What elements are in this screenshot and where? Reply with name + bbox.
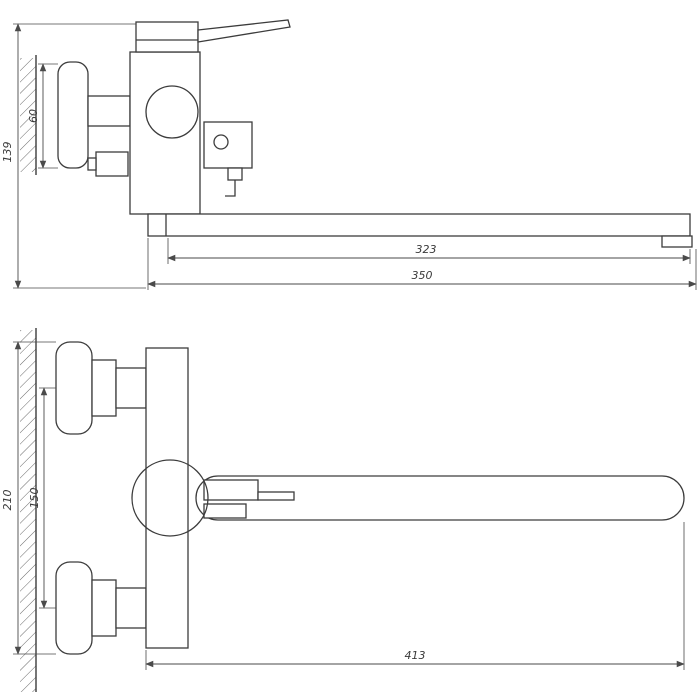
escutcheon-side: [57, 61, 89, 169]
inlet-bottom: [55, 561, 147, 655]
dim-depth-210: 210: [1, 341, 56, 655]
spout-side: [147, 213, 693, 248]
wall-hatching: [20, 55, 37, 175]
eccentric-screw: [87, 151, 129, 177]
aerator: [661, 235, 693, 248]
wall-hatching-plan: [20, 328, 37, 692]
body-joint-circle: [145, 85, 199, 139]
dim-label-60: 60: [27, 109, 40, 123]
dim-spacing-150: 150: [28, 387, 56, 609]
dim-length-350: 350: [147, 238, 697, 290]
dim-label-323: 323: [416, 243, 437, 256]
dim-reach-323: 323: [167, 238, 691, 264]
dim-label-210: 210: [1, 490, 14, 511]
inlet-pipe-side: [87, 95, 131, 127]
dim-length-413: 413: [145, 522, 685, 670]
dim-label-139: 139: [1, 142, 14, 163]
dim-label-350: 350: [412, 269, 433, 282]
diverter-knob: [203, 479, 259, 501]
faucet-body-plan: [145, 347, 189, 649]
cartridge-circle: [131, 459, 209, 537]
side-view: 139 60 323 350: [1, 19, 697, 290]
dim-label-413: 413: [405, 649, 426, 662]
inlet-top: [55, 341, 147, 435]
dim-height-139: 139: [1, 23, 146, 289]
spout-plan: [195, 475, 685, 521]
dim-escutcheon-60: 60: [27, 63, 58, 169]
lever-handle: [135, 19, 291, 53]
dim-label-150: 150: [28, 488, 41, 509]
plan-view: 210 150 413: [1, 328, 685, 692]
diverter-block: [203, 121, 253, 197]
